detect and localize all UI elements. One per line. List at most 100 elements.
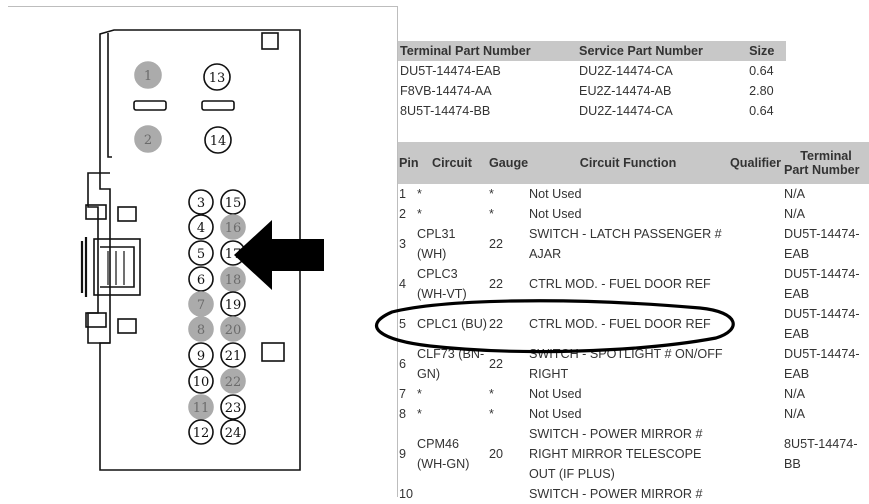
pin-circle [188, 291, 214, 317]
latch-spring [107, 251, 125, 285]
pin-number: 2 [399, 207, 407, 221]
pin-circle [134, 125, 162, 153]
pin-circle [220, 316, 246, 342]
circuit-code: * [417, 407, 422, 421]
circuit-code: * [417, 387, 422, 401]
pin-number-label: 14 [210, 134, 227, 149]
qualifier [728, 424, 783, 484]
circuit-code: CPL31 (WH) [417, 227, 456, 261]
pin-number-label: 9 [197, 349, 205, 364]
pin-circle [188, 240, 214, 266]
pin-number: 9 [399, 447, 407, 461]
terminal-part-number: DU5T-14474-EAB [784, 267, 860, 301]
service-part-number: EU2Z-14474-AB [579, 84, 672, 98]
pin-circle [220, 291, 246, 317]
left-latch-housing [87, 172, 110, 344]
gauge: * [489, 407, 494, 421]
pin-number-label: 20 [225, 323, 242, 338]
pin-circle [188, 189, 214, 215]
pin-number: 4 [399, 277, 407, 291]
pin-circle [188, 266, 214, 292]
pin-circle [188, 419, 214, 445]
pin-number-label: 17 [225, 247, 242, 262]
header-gauge: Gauge [489, 156, 529, 170]
terminal-part-number [783, 484, 869, 504]
size: 0.64 [749, 104, 774, 118]
pin-number-label: 16 [225, 221, 242, 236]
circuit-function: SWITCH - LATCH PASSENGER # AJAR [529, 227, 722, 261]
circuit-function: Not Used [529, 187, 582, 201]
pin-number-label: 13 [209, 71, 226, 86]
header-circuit: Circuit [432, 156, 472, 170]
connector-body-outline [99, 29, 301, 471]
pin-number-label: 18 [225, 273, 242, 288]
pin-number-label: 8 [197, 323, 205, 338]
pin-number-label: 3 [197, 196, 205, 211]
circuit-code: CPLC3 (WH-VT) [417, 267, 467, 301]
pin-circle [220, 266, 246, 292]
pin-circle [204, 126, 232, 154]
left-latch-key-top [117, 206, 137, 222]
pin-number: 10 [399, 487, 414, 501]
qualifier [728, 184, 783, 204]
header-pin: Pin [399, 156, 419, 170]
pin-number-label: 6 [197, 273, 205, 288]
gauge: 22 [489, 237, 504, 251]
left-latch-tab-top [85, 204, 107, 220]
circuit-function: SWITCH - POWER MIRROR # [529, 487, 703, 501]
pin-circle [188, 368, 214, 394]
pin-number-label: 10 [193, 375, 210, 390]
circuit-function: SWITCH - SPOTLIGHT # ON/OFF RIGHT [529, 347, 723, 381]
qualifier [728, 404, 783, 424]
pin-number-label: 12 [193, 426, 210, 441]
qualifier [728, 484, 783, 504]
pin-number: 1 [399, 187, 407, 201]
pin-circle [220, 394, 246, 420]
latch-side-bar [80, 237, 88, 297]
circuit-code: CPM46 (WH-GN) [417, 437, 470, 471]
circuit-code [416, 484, 488, 504]
pin-number-label: 22 [225, 375, 242, 390]
terminal-part-number: DU5T-14474-EAB [784, 307, 860, 341]
pin-number-label: 24 [225, 426, 242, 441]
header-circuit-function: Circuit Function [579, 156, 677, 170]
table-row: 10 SWITCH - POWER MIRROR # [398, 484, 869, 504]
service-part-number: DU2Z-14474-CA [579, 64, 673, 78]
pin-number-label: 4 [197, 221, 205, 236]
circuit-function: SWITCH - POWER MIRROR # RIGHT MIRROR TEL… [529, 427, 703, 481]
pin-number-label: 1 [144, 69, 152, 84]
size: 2.80 [749, 84, 774, 98]
terminal-part-number: F8VB-14474-AA [400, 84, 492, 98]
parts-table-header-row: Terminal Part Number Service Part Number… [398, 41, 786, 61]
service-part-number: DU2Z-14474-CA [579, 104, 673, 118]
header-terminal-part-number: Terminal Part Number [783, 142, 869, 184]
pin-circle [220, 189, 246, 215]
pin-circle [220, 419, 246, 445]
table-row: 8U5T-14474-BB DU2Z-14474-CA 0.64 [398, 101, 786, 121]
right-latch-top [261, 32, 279, 50]
header-size: Size [749, 44, 775, 58]
circuit-code: * [417, 187, 422, 201]
circuit-function: Not Used [529, 207, 582, 221]
qualifier [728, 384, 783, 404]
terminal-part-number: DU5T-14474-EAB [400, 64, 501, 78]
pin-number-label: 2 [144, 133, 152, 148]
circuit-function: Not Used [529, 407, 582, 421]
pin-circle [188, 342, 214, 368]
table-row: F8VB-14474-AA EU2Z-14474-AB 2.80 [398, 81, 786, 101]
pointer-arrow [234, 220, 324, 290]
terminal-part-number: N/A [784, 387, 805, 401]
pin-number-label: 23 [225, 401, 242, 416]
pin-number: 7 [399, 387, 407, 401]
pin-circle [188, 214, 214, 240]
terminal-part-number: N/A [784, 187, 805, 201]
pin-number: 8 [399, 407, 407, 421]
